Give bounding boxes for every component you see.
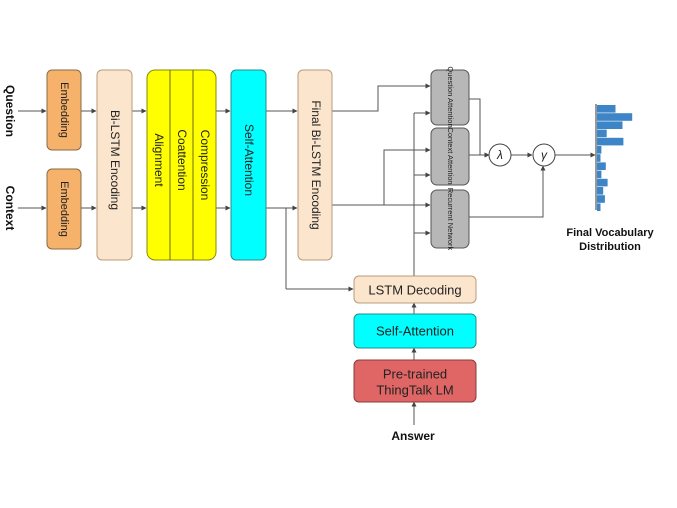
embedding-question-label: Embedding — [58, 82, 70, 138]
histogram-bar — [597, 203, 601, 211]
pretrained-lm-label-line2: ThingTalk LM — [376, 383, 453, 398]
connectors — [18, 83, 596, 425]
recurrent-network-block: Recurrent Network — [430, 188, 470, 251]
question-attention-block: Question Attention — [430, 66, 470, 128]
lstm-decoding-block: LSTM Decoding — [353, 275, 477, 304]
histogram-bar — [597, 187, 604, 195]
histogram-bar — [597, 121, 623, 129]
coattention-label: Coattention — [175, 129, 189, 190]
histogram-bar — [597, 105, 616, 113]
histogram-bar — [597, 137, 624, 146]
answer-input-label: Answer — [391, 429, 435, 443]
compression-label: Compression — [198, 130, 212, 201]
bilstm-encoding-label: Bi-LSTM Encoding — [108, 110, 122, 210]
context-input-label: Context — [3, 186, 17, 231]
histogram-bar — [597, 195, 605, 203]
final-bilstm-encoding-block: Final Bi-LSTM Encoding — [297, 69, 333, 261]
histogram-bar — [597, 113, 633, 121]
histogram-bar — [597, 146, 602, 154]
histogram-bar — [597, 178, 608, 187]
question-attention-label: Question Attention — [446, 66, 455, 127]
final-bilstm-encoding-label: Final Bi-LSTM Encoding — [309, 100, 323, 229]
embedding-context-label: Embedding — [58, 181, 70, 237]
context-attention-label: Context Attention — [446, 127, 455, 184]
output-label-line1: Final Vocabulary — [566, 227, 654, 239]
encoder-self-attention-block: Self-Attention — [230, 69, 267, 261]
gamma-symbol: γ — [541, 148, 548, 162]
context-attention-block: Context Attention — [430, 127, 470, 186]
histogram-bar — [597, 170, 602, 179]
embedding-context-block: Embedding — [46, 168, 82, 250]
alignment-label: Alignment — [152, 133, 166, 187]
coattention-block: Alignment Coattention Compression — [146, 69, 217, 261]
embedding-question-block: Embedding — [46, 69, 82, 151]
pretrained-lm-block: Pre-trained ThingTalk LM — [353, 359, 477, 403]
encoder-self-attention-label: Self-Attention — [242, 124, 256, 196]
recurrent-network-label: Recurrent Network — [446, 188, 455, 251]
histogram-bar — [597, 162, 606, 170]
lambda-symbol: λ — [496, 148, 503, 162]
pretrained-lm-label-line1: Pre-trained — [383, 367, 447, 382]
histogram-bar — [597, 154, 601, 162]
gamma-operator: γ — [532, 143, 556, 167]
histogram-bar — [597, 129, 607, 138]
output-label-line2: Distribution — [579, 241, 641, 253]
decoder-self-attention-label: Self-Attention — [376, 324, 454, 339]
lstm-decoding-label: LSTM Decoding — [368, 283, 461, 298]
lambda-operator: λ — [488, 143, 512, 167]
vocabulary-distribution-histogram — [595, 104, 633, 211]
decoder-self-attention-block: Self-Attention — [353, 313, 477, 349]
bilstm-encoding-block: Bi-LSTM Encoding — [96, 69, 133, 261]
question-input-label: Question — [3, 85, 17, 137]
